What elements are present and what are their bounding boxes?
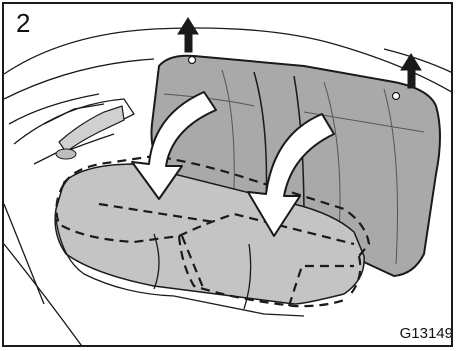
figure-code: G13149 [400,326,453,341]
arrow-up-icon [178,18,198,52]
door-handle-icon [56,106,124,159]
figure-frame: 2 G13149 [2,2,453,347]
rear-seat-illustration [4,4,453,347]
step-number: 2 [16,10,30,36]
